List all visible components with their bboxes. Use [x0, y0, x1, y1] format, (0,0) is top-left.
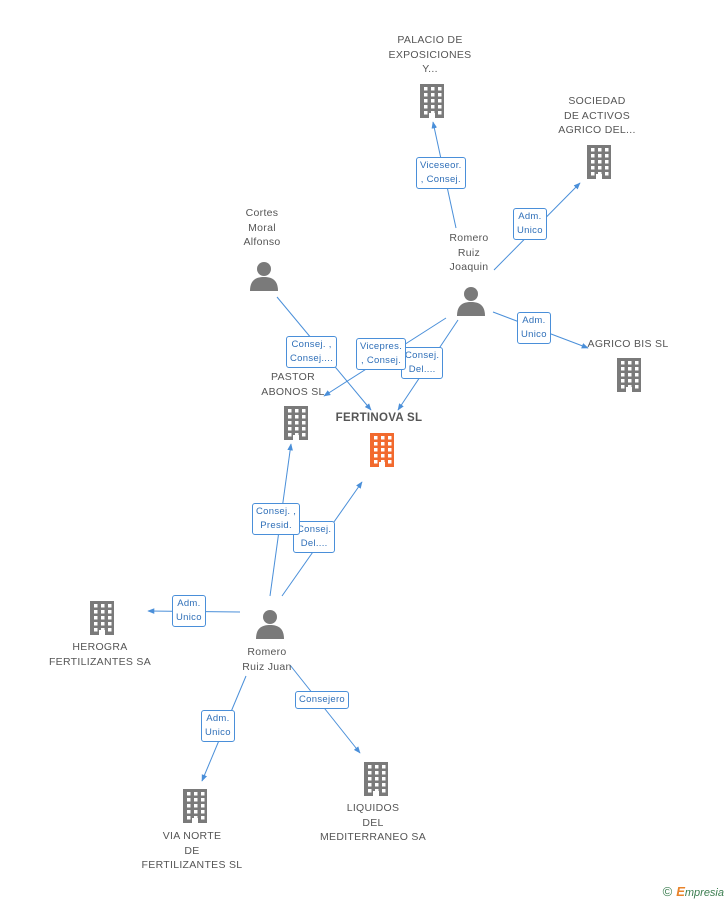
- node-label-line: PASTOR: [270, 371, 315, 383]
- edge-label-line: Unico: [176, 612, 202, 623]
- node-label-sociedad[interactable]: SOCIEDAD DE ACTIVOS AGRICO DEL...: [547, 94, 647, 138]
- building-icon[interactable]: [86, 601, 118, 640]
- node-label-line: Y...: [422, 63, 438, 75]
- edge-label-line: Consej. ,: [291, 339, 332, 350]
- edge-label-juan-vianorte[interactable]: Adm. Unico: [201, 710, 235, 742]
- edge-label-line: Consej.: [405, 350, 440, 361]
- node-label-line: SOCIEDAD: [568, 95, 626, 107]
- brand-name: mpresia: [684, 887, 724, 899]
- edge-label-line: Del....: [300, 538, 328, 549]
- building-icon[interactable]: [179, 789, 211, 828]
- node-label-line: Ruiz: [457, 246, 481, 259]
- node-label-line: Alfonso: [243, 236, 281, 248]
- node-label-line: PALACIO DE: [397, 34, 463, 46]
- building-icon-highlight[interactable]: [366, 433, 398, 472]
- node-label-line: Romero: [449, 232, 489, 244]
- node-label-line: LIQUIDOS: [346, 802, 400, 814]
- node-label-agrico-bis[interactable]: AGRICO BIS SL: [578, 337, 678, 352]
- node-label-line: VIA NORTE: [162, 830, 222, 842]
- node-label-line: FERTILIZANTES SL: [141, 859, 243, 871]
- edge-label-juan-liquidos[interactable]: Consejero: [295, 691, 350, 709]
- node-label-line: FERTINOVA SL: [335, 412, 423, 424]
- node-label-palacio[interactable]: PALACIO DE EXPOSICIONES Y...: [380, 33, 480, 77]
- node-label-line: FERTILIZANTES SA: [48, 655, 152, 668]
- edge-label-line: Adm.: [177, 598, 201, 609]
- edge-label-line: Viceseor.: [420, 160, 462, 171]
- person-icon[interactable]: [456, 286, 486, 321]
- node-label-line: DEL: [362, 816, 384, 829]
- edge-label-line: Consej. ,: [256, 506, 297, 517]
- edge-label-juan-fertinova[interactable]: Consej. Del....: [293, 521, 336, 553]
- edge-label-line: Consej.: [297, 524, 332, 535]
- edge-label-line: Consej....: [290, 353, 334, 364]
- copyright-icon: ©: [662, 884, 673, 899]
- edge-label-joaquin-palacio[interactable]: Viceseor. , Consej.: [416, 157, 466, 189]
- edge-label-joaquin-fertinova[interactable]: Consej. Del....: [401, 347, 444, 379]
- edge-label-cortes-fertinova[interactable]: Consej. , Consej....: [286, 336, 338, 368]
- building-icon[interactable]: [583, 145, 615, 184]
- person-icon[interactable]: [249, 261, 279, 296]
- node-label-line: HEROGRA: [72, 641, 128, 653]
- edge-label-joaquin-pastor[interactable]: Vicepres. , Consej.: [356, 338, 407, 370]
- node-label-line: AGRICO BIS SL: [587, 338, 669, 350]
- node-label-cortes[interactable]: Cortes Moral Alfonso: [222, 206, 302, 250]
- node-label-romero-joaquin[interactable]: Romero Ruiz Joaquin: [429, 231, 509, 275]
- node-label-fertinova[interactable]: FERTINOVA SL: [329, 411, 429, 426]
- edge-line-juan-liquidos: [289, 664, 361, 754]
- building-icon[interactable]: [360, 762, 392, 801]
- node-label-herogra[interactable]: HEROGRA FERTILIZANTES SA: [40, 640, 160, 669]
- node-label-pastor[interactable]: PASTOR ABONOS SL: [243, 370, 343, 399]
- edge-label-line: Unico: [521, 329, 547, 340]
- edge-label-line: Adm.: [522, 315, 546, 326]
- brand-initial: E: [676, 884, 685, 899]
- node-label-via-norte[interactable]: VIA NORTE DE FERTILIZANTES SL: [132, 829, 252, 873]
- node-label-line: DE ACTIVOS: [563, 109, 630, 122]
- node-label-line: Cortes: [245, 207, 279, 219]
- edge-label-line: Unico: [517, 225, 543, 236]
- node-label-line: DE: [184, 844, 200, 857]
- building-icon[interactable]: [613, 358, 645, 397]
- building-icon[interactable]: [280, 406, 312, 445]
- edge-label-juan-pastor[interactable]: Consej. , Presid.: [252, 503, 301, 535]
- person-icon[interactable]: [255, 609, 285, 644]
- edge-label-line: Adm.: [206, 713, 230, 724]
- edge-label-line: Del....: [408, 364, 436, 375]
- edge-label-line: Adm.: [518, 211, 542, 222]
- edge-label-juan-herogra[interactable]: Adm. Unico: [172, 595, 206, 627]
- building-icon[interactable]: [416, 84, 448, 123]
- edge-label-line: Vicepres.: [360, 341, 403, 352]
- edge-label-joaquin-sociedad[interactable]: Adm. Unico: [513, 208, 547, 240]
- edge-label-line: , Consej.: [360, 355, 402, 366]
- edge-label-line: , Consej.: [420, 174, 461, 185]
- node-label-line: Ruiz Juan: [242, 660, 292, 673]
- node-label-line: MEDITERRANEO SA: [319, 831, 426, 843]
- node-label-line: Romero: [247, 646, 287, 658]
- node-label-liquidos[interactable]: LIQUIDOS DEL MEDITERRANEO SA: [313, 801, 433, 845]
- edge-label-line: Consejero: [299, 694, 346, 705]
- node-label-romero-juan[interactable]: Romero Ruiz Juan: [227, 645, 307, 674]
- empresia-watermark: ©Empresia: [663, 884, 724, 899]
- node-label-line: AGRICO DEL...: [558, 124, 636, 136]
- node-label-line: Moral: [248, 221, 276, 234]
- node-label-line: EXPOSICIONES: [388, 48, 472, 61]
- node-label-line: ABONOS SL: [261, 385, 325, 398]
- edge-label-line: Presid.: [260, 520, 292, 531]
- edge-label-line: Unico: [205, 727, 231, 738]
- edge-label-joaquin-agrico[interactable]: Adm. Unico: [517, 312, 551, 344]
- node-label-line: Joaquin: [449, 261, 489, 273]
